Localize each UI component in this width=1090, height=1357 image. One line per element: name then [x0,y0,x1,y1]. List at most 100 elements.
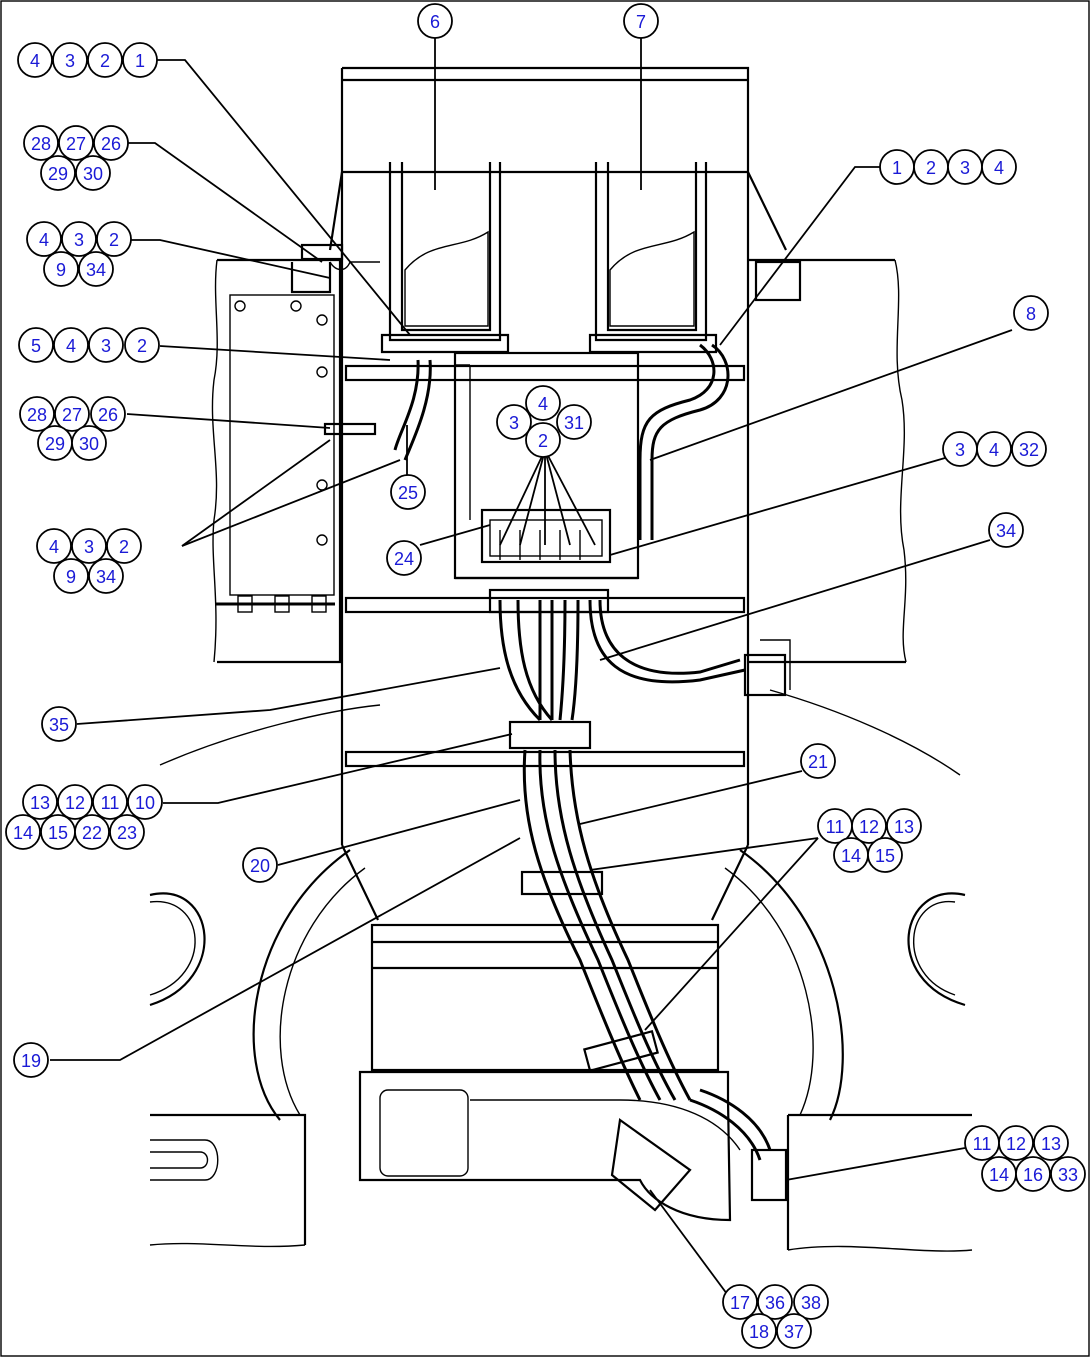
callout-number: 13 [30,793,50,813]
callout-number: 4 [989,440,999,460]
callout-number: 16 [1023,1165,1043,1185]
callout-balloon-circle [13,1042,49,1078]
callout-number: 2 [538,431,548,451]
callout-number: 9 [56,260,66,280]
callout-balloon-21: 21 [800,743,836,779]
callout-balloon-circle [122,42,158,78]
callout-number: 2 [109,230,119,250]
callout-balloon-circle [776,1313,812,1349]
callout-number: 14 [13,823,33,843]
callout-balloon-29: 29 [37,425,73,461]
callout-balloon-circle [800,743,836,779]
callout-number: 21 [808,752,828,772]
callout-balloon-27: 27 [54,396,90,432]
callout-number: 18 [749,1322,769,1342]
callout-balloon-4: 4 [17,42,53,78]
callout-balloon-circle [1013,295,1049,331]
callout-balloon-circle [74,814,110,850]
callout-balloon-circle [106,528,142,564]
callout-balloon-12: 12 [851,808,887,844]
callout-balloon-circle [75,155,111,191]
callout-balloon-circle [525,422,561,458]
callout-balloon-17: 17 [722,1284,758,1320]
callout-balloon-28: 28 [23,125,59,161]
callout-balloon-13: 13 [22,784,58,820]
callout-number: 35 [49,715,69,735]
callout-balloon-6: 6 [417,3,453,39]
callout-balloon-26: 26 [93,125,129,161]
callout-balloon-circle [41,706,77,742]
callout-balloon-35: 35 [41,706,77,742]
callout-number: 3 [84,537,94,557]
callout-balloon-29: 29 [40,155,76,191]
callout-number: 6 [430,12,440,32]
callout-number: 14 [989,1165,1009,1185]
callout-balloon-circle [386,540,422,576]
callout-balloon-circle [78,251,114,287]
callout-balloon-circle [793,1284,829,1320]
callout-balloon-30: 30 [71,425,107,461]
callout-balloon-2: 2 [87,42,123,78]
callout-number: 13 [894,817,914,837]
equipment-drawing [149,66,973,1252]
callout-number: 1 [892,158,902,178]
callout-balloon-3: 3 [496,404,532,440]
callout-number: 1 [135,51,145,71]
callout-balloon-2: 2 [525,422,561,458]
callout-number: 4 [66,336,76,356]
callout-balloon-2: 2 [106,528,142,564]
callout-balloon-circle [623,3,659,39]
callout-number: 12 [859,817,879,837]
callout-number: 28 [27,405,47,425]
callout-balloon-15: 15 [40,814,76,850]
callout-number: 5 [31,336,41,356]
callout-balloon-32: 32 [1011,431,1047,467]
callout-balloon-circle [390,474,426,510]
callout-balloon-28: 28 [19,396,55,432]
callout-balloon-16: 16 [1015,1156,1051,1192]
callout-balloon-23: 23 [109,814,145,850]
callout-balloon-circle [57,784,93,820]
callout-balloon-circle [96,221,132,257]
callout-number: 28 [31,134,51,154]
callout-balloon-19: 19 [13,1042,49,1078]
callout-balloon-2: 2 [913,149,949,185]
callout-balloon-circle [124,327,160,363]
callout-balloon-circle [19,396,55,432]
callout-balloon-circle [53,327,89,363]
callout-balloon-14: 14 [5,814,41,850]
callout-number: 23 [117,823,137,843]
callout-number: 34 [996,521,1016,541]
callout-number: 8 [1026,304,1036,324]
callout-balloon-circle [18,327,54,363]
callout-number: 30 [83,164,103,184]
callout-balloon-26: 26 [90,396,126,432]
callout-number: 4 [538,394,548,414]
callout-number: 27 [66,134,86,154]
callout-balloon-1: 1 [879,149,915,185]
callout-number: 4 [30,51,40,71]
callout-balloon-circle [556,404,592,440]
callout-balloon-4: 4 [981,149,1017,185]
callout-number: 15 [48,823,68,843]
callout-balloon-12: 12 [57,784,93,820]
callout-balloon-15: 15 [867,837,903,873]
callout-number: 3 [960,158,970,178]
callout-balloon-3: 3 [942,431,978,467]
callout-number: 13 [1041,1134,1061,1154]
callout-balloon-11: 11 [92,784,128,820]
callout-number: 3 [955,440,965,460]
callout-balloon-circle [88,327,124,363]
callout-number: 4 [39,230,49,250]
callout-balloon-3: 3 [947,149,983,185]
callout-balloon-circle [1050,1156,1086,1192]
callout-balloon-8: 8 [1013,295,1049,331]
callout-balloon-circle [87,42,123,78]
callout-balloon-3: 3 [71,528,107,564]
callout-balloon-circle [71,528,107,564]
callout-balloon-13: 13 [886,808,922,844]
callout-number: 33 [1058,1165,1078,1185]
callout-balloon-27: 27 [58,125,94,161]
callout-balloon-11: 11 [964,1125,1000,1161]
callout-balloon-circle [976,431,1012,467]
